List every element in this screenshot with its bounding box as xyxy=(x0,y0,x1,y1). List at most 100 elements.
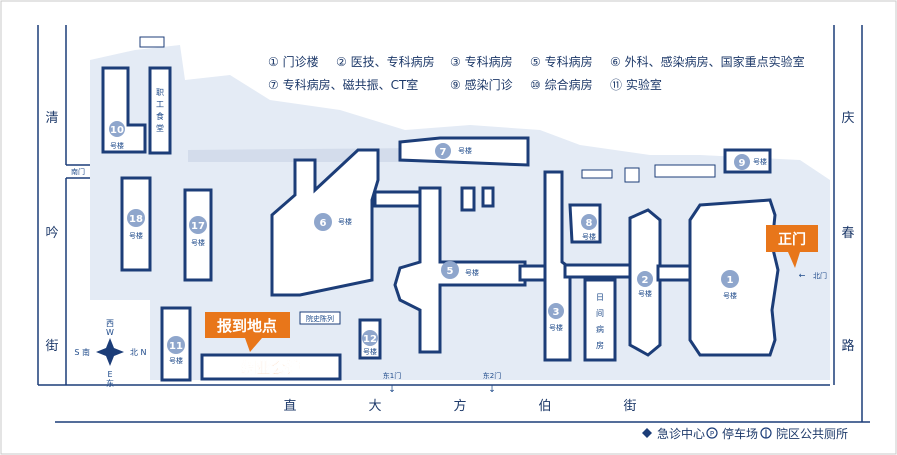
label-6: 号楼 xyxy=(338,217,352,226)
parking-box xyxy=(139,36,165,48)
compass-north: 北 N xyxy=(130,348,147,357)
canteen-char-2: 工 xyxy=(156,100,164,109)
compass-west-cn: 西 xyxy=(106,319,114,328)
dayward-char-1: 日 xyxy=(596,293,604,302)
east1-gate-label: 东1门 xyxy=(383,371,401,380)
report-callout-text: 报到地点 xyxy=(217,317,277,335)
east-road-char-1: 庆 xyxy=(841,111,854,126)
badge-2 xyxy=(637,271,653,287)
building-staff-canteen[interactable] xyxy=(148,66,172,155)
compass-rose-icon xyxy=(96,338,124,366)
badge-1-num: 1 xyxy=(727,275,734,286)
south-road-char-1: 直 xyxy=(283,399,296,414)
east2-gate-arrow-icon: ↓ xyxy=(488,385,496,395)
badge-9 xyxy=(734,154,750,170)
badge-18 xyxy=(127,209,145,227)
badge-7 xyxy=(435,143,451,159)
road-lines xyxy=(37,25,870,423)
badge-11-num: 11 xyxy=(169,341,183,352)
legend-item-9: ⑨ 感染门诊 xyxy=(450,77,513,92)
small-facility-c xyxy=(654,164,716,178)
canteen-char-3: 食 xyxy=(156,111,164,121)
legend: ① 门诊楼 ② 医技、专科病房 ③ 专科病房 ⑤ 专科病房 ⑥ 外科、感染病房、… xyxy=(268,54,805,92)
main-gate-callout-text: 正门 xyxy=(778,231,806,248)
building-7[interactable] xyxy=(398,136,530,167)
south-road-char-2: 大 xyxy=(368,399,381,414)
footer-toilet-label: 院区公共厕所 xyxy=(776,427,848,441)
footer-parking-label: 停车场 xyxy=(722,426,758,441)
label-18: 号楼 xyxy=(129,231,143,240)
legend-item-5: ⑤ 专科病房 xyxy=(530,54,593,69)
badge-8 xyxy=(581,214,597,230)
badge-12-num: 12 xyxy=(363,334,377,345)
legend-item-11: ⑪ 实验室 xyxy=(610,77,662,92)
compass-east-cn: 东 xyxy=(106,378,114,388)
label-5: 号楼 xyxy=(465,268,479,277)
label-17: 号楼 xyxy=(191,238,205,247)
compass-east-en: E xyxy=(107,370,112,379)
legend-item-10: ⑩ 综合病房 xyxy=(530,77,593,92)
building-badges: 10 号楼 18 号楼 17 号楼 11 号楼 6 号楼 7 号楼 5 号楼 1… xyxy=(109,121,767,365)
building-17[interactable] xyxy=(183,188,213,282)
badge-3-num: 3 xyxy=(553,307,560,318)
history-hall-box xyxy=(299,311,341,325)
silk-hall-label: 绸业会馆 xyxy=(241,359,301,377)
south-road-char-4: 伯 xyxy=(538,399,551,414)
small-facility-a xyxy=(581,169,613,179)
building-silk-hall[interactable] xyxy=(200,353,342,381)
label-12: 号楼 xyxy=(363,347,377,356)
badge-18-num: 18 xyxy=(129,214,143,225)
badge-5-num: 5 xyxy=(447,266,454,277)
badge-9-num: 9 xyxy=(739,158,746,169)
badge-1 xyxy=(721,270,739,288)
report-callout-bubble xyxy=(205,312,290,352)
north-gate-arrow-icon: ← xyxy=(799,271,806,280)
label-7: 号楼 xyxy=(458,146,472,155)
parking-icon xyxy=(706,427,718,439)
badge-3 xyxy=(548,303,564,319)
badge-8-num: 8 xyxy=(586,218,593,229)
legend-item-2: ② 医技、专科病房 xyxy=(336,54,435,69)
footer-emergency-label: 急诊中心 xyxy=(657,426,705,441)
badge-5 xyxy=(441,261,459,279)
toilet-icon xyxy=(760,427,772,439)
emergency-icon xyxy=(642,428,652,438)
badge-10 xyxy=(109,121,125,137)
history-hall-label: 院史陈列 xyxy=(306,314,334,323)
label-11: 号楼 xyxy=(169,356,183,365)
badge-10-num: 10 xyxy=(110,125,124,136)
badge-11 xyxy=(167,336,185,354)
legend-item-3: ③ 专科病房 xyxy=(450,54,513,69)
gates: 南门 北门 ← 东1门 ↓ 东2门 ↓ xyxy=(71,167,827,395)
west-road-char-2: 吟 xyxy=(45,225,58,241)
connector-3-2 xyxy=(563,263,637,279)
south-gate-label: 南门 xyxy=(71,167,85,176)
badge-7-num: 7 xyxy=(440,147,447,158)
label-8: 号楼 xyxy=(582,232,596,241)
east2-gate-label: 东2门 xyxy=(483,371,501,380)
label-1: 号楼 xyxy=(723,291,737,300)
connector-6-5 xyxy=(373,190,425,208)
compass-west-en: W xyxy=(106,328,114,337)
building-small-b xyxy=(481,186,495,208)
north-gate-label: 北门 xyxy=(813,271,827,280)
building-5[interactable] xyxy=(393,186,527,354)
building-small-a xyxy=(460,186,476,212)
small-facility-b xyxy=(624,167,640,183)
compass: 西 W E 东 S 南 北 N xyxy=(74,319,146,388)
badge-2-num: 2 xyxy=(642,275,649,286)
footer-legend: 急诊中心 P 停车场 ║ 院区公共厕所 xyxy=(642,426,848,441)
legend-item-6: ⑥ 外科、感染病房、国家重点实验室 xyxy=(610,54,805,69)
main-gate-callout-bubble xyxy=(766,225,818,268)
building-day-ward[interactable] xyxy=(583,278,617,362)
dayward-char-4: 房 xyxy=(596,340,604,350)
west-road-char-1: 清 xyxy=(45,111,58,126)
vertical-labels: 职 工 食 堂 日 间 病 房 院史陈列 xyxy=(156,88,604,350)
canteen-char-1: 职 xyxy=(156,88,164,97)
east-road-char-2: 春 xyxy=(841,226,854,241)
road-names: 清 吟 街 庆 春 路 直 大 方 伯 街 xyxy=(45,111,854,414)
badge-17 xyxy=(189,216,207,234)
legend-item-1: ① 门诊楼 xyxy=(268,54,319,69)
